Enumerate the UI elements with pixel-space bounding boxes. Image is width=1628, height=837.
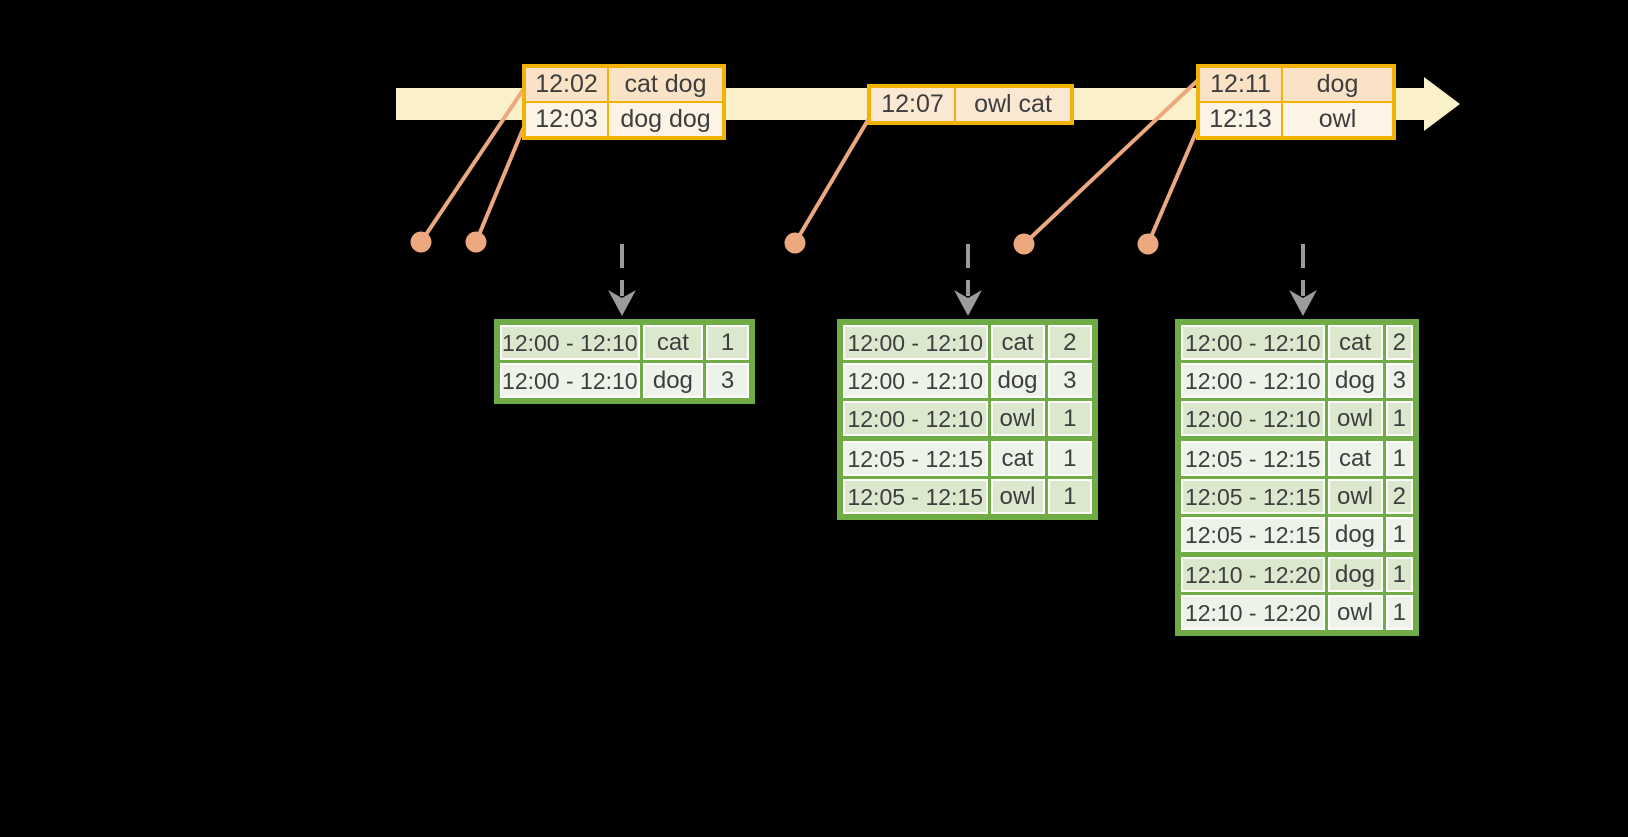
table-row: 12:10 - 12:20 owl 1 xyxy=(1176,592,1418,635)
word-cell: cat xyxy=(1324,436,1386,479)
window-cell: 12:00 - 12:10 xyxy=(495,320,643,363)
word-cell: cat xyxy=(1324,320,1386,363)
window-cell: 12:05 - 12:15 xyxy=(1176,436,1328,479)
event-words-cell: owl xyxy=(1281,101,1395,139)
count-cell: 3 xyxy=(703,360,754,403)
word-cell: dog xyxy=(1324,514,1386,556)
table-row: 12:10 - 12:20 dog 1 xyxy=(1176,552,1418,595)
event-time-cell: 12:02 xyxy=(523,65,609,103)
table-row: 12:00 - 12:10 cat 1 xyxy=(495,320,754,363)
result-table-2: 12:00 - 12:10 cat 2 12:00 - 12:10 dog 3 … xyxy=(837,319,1098,520)
count-cell: 2 xyxy=(1382,476,1418,517)
count-cell: 1 xyxy=(1044,476,1097,519)
event-marker-dot xyxy=(784,232,806,254)
window-cell: 12:00 - 12:10 xyxy=(838,360,991,401)
event-time-cell: 12:07 xyxy=(868,85,956,124)
result-table-1: 12:00 - 12:10 cat 1 12:00 - 12:10 dog 3 xyxy=(494,319,755,404)
window-cell: 12:00 - 12:10 xyxy=(838,320,991,363)
timeline-arrowhead-icon xyxy=(1424,77,1460,131)
word-cell: owl xyxy=(1324,476,1386,517)
word-cell: owl xyxy=(1324,592,1386,635)
count-cell: 2 xyxy=(1044,320,1097,363)
table-row: 12:05 - 12:15 owl 1 xyxy=(838,476,1097,519)
event-row: 12:07 owl cat xyxy=(868,85,1073,124)
event-words-cell: owl cat xyxy=(954,85,1073,124)
window-cell: 12:10 - 12:20 xyxy=(1176,552,1328,595)
event-marker-dot xyxy=(1137,233,1159,255)
event-row: 12:13 owl xyxy=(1197,101,1395,139)
window-cell: 12:00 - 12:10 xyxy=(1176,320,1328,363)
event-table-2: 12:07 owl cat xyxy=(867,84,1074,125)
word-cell: dog xyxy=(1324,552,1386,595)
event-marker-dot xyxy=(1013,233,1035,255)
word-cell: owl xyxy=(987,476,1048,519)
event-words-cell: dog xyxy=(1281,65,1395,103)
trigger-arrow xyxy=(608,244,636,316)
table-row: 12:00 - 12:10 dog 3 xyxy=(838,360,1097,401)
event-row: 12:03 dog dog xyxy=(523,101,725,139)
word-cell: cat xyxy=(639,320,707,363)
table-row: 12:05 - 12:15 dog 1 xyxy=(1176,514,1418,556)
count-cell: 1 xyxy=(1044,436,1097,479)
count-cell: 1 xyxy=(703,320,754,363)
event-time-cell: 12:11 xyxy=(1197,65,1283,103)
event-connector-line xyxy=(1146,128,1199,246)
word-cell: cat xyxy=(987,320,1048,363)
event-row: 12:02 cat dog xyxy=(523,65,725,103)
count-cell: 3 xyxy=(1382,360,1418,401)
table-row: 12:00 - 12:10 cat 2 xyxy=(838,320,1097,363)
event-words-cell: dog dog xyxy=(607,101,725,139)
word-cell: owl xyxy=(1324,398,1386,440)
event-connector-line xyxy=(793,118,870,245)
window-cell: 12:05 - 12:15 xyxy=(838,436,991,479)
word-cell: dog xyxy=(639,360,707,403)
table-row: 12:00 - 12:10 owl 1 xyxy=(838,398,1097,440)
word-cell: owl xyxy=(987,398,1048,440)
window-cell: 12:00 - 12:10 xyxy=(495,360,643,403)
trigger-arrow xyxy=(1289,244,1317,316)
event-marker-dot xyxy=(465,231,487,253)
window-cell: 12:05 - 12:15 xyxy=(1176,476,1328,517)
count-cell: 3 xyxy=(1044,360,1097,401)
table-row: 12:00 - 12:10 dog 3 xyxy=(495,360,754,403)
table-row: 12:00 - 12:10 owl 1 xyxy=(1176,398,1418,440)
event-table-3: 12:11 dog 12:13 owl xyxy=(1196,64,1396,140)
word-cell: dog xyxy=(1324,360,1386,401)
word-cell: cat xyxy=(987,436,1048,479)
table-row: 12:05 - 12:15 cat 1 xyxy=(1176,436,1418,479)
event-connector-line xyxy=(474,127,525,244)
count-cell: 1 xyxy=(1382,514,1418,556)
table-row: 12:05 - 12:15 cat 1 xyxy=(838,436,1097,479)
event-table-1: 12:02 cat dog 12:03 dog dog xyxy=(522,64,726,140)
event-marker-dot xyxy=(410,231,432,253)
result-table-3: 12:00 - 12:10 cat 2 12:00 - 12:10 dog 3 … xyxy=(1175,319,1419,636)
count-cell: 1 xyxy=(1382,552,1418,595)
window-cell: 12:00 - 12:10 xyxy=(1176,360,1328,401)
trigger-arrow xyxy=(954,244,982,316)
count-cell: 1 xyxy=(1382,592,1418,635)
word-cell: dog xyxy=(987,360,1048,401)
table-row: 12:00 - 12:10 cat 2 xyxy=(1176,320,1418,363)
event-row: 12:11 dog xyxy=(1197,65,1395,103)
count-cell: 1 xyxy=(1382,398,1418,440)
event-time-cell: 12:03 xyxy=(523,101,609,139)
window-cell: 12:00 - 12:10 xyxy=(838,398,991,440)
window-cell: 12:05 - 12:15 xyxy=(1176,514,1328,556)
window-cell: 12:05 - 12:15 xyxy=(838,476,991,519)
count-cell: 1 xyxy=(1382,436,1418,479)
count-cell: 2 xyxy=(1382,320,1418,363)
table-row: 12:00 - 12:10 dog 3 xyxy=(1176,360,1418,401)
window-cell: 12:10 - 12:20 xyxy=(1176,592,1328,635)
count-cell: 1 xyxy=(1044,398,1097,440)
event-time-cell: 12:13 xyxy=(1197,101,1283,139)
table-row: 12:05 - 12:15 owl 2 xyxy=(1176,476,1418,517)
window-cell: 12:00 - 12:10 xyxy=(1176,398,1328,440)
event-words-cell: cat dog xyxy=(607,65,725,103)
